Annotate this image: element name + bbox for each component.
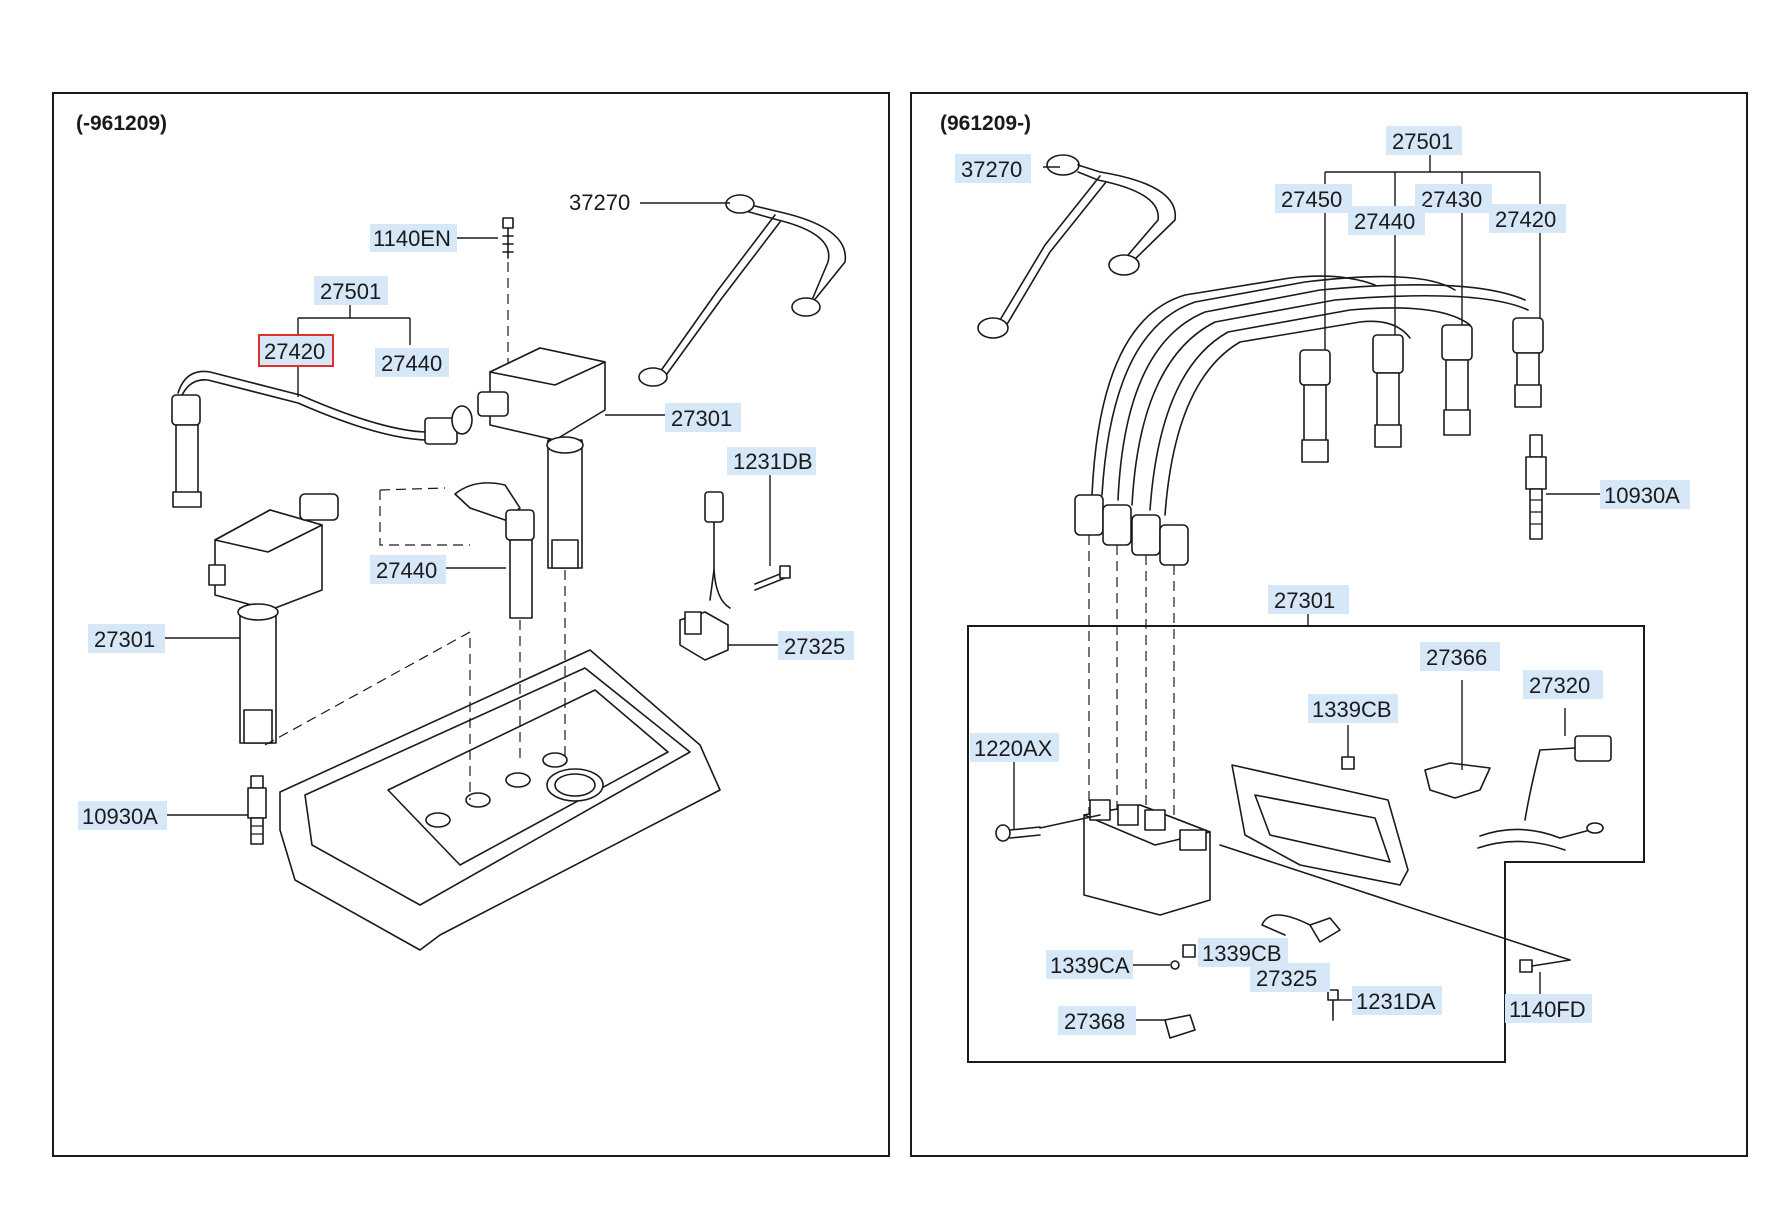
plug-lead-set-27501[interactable] (1074, 275, 1544, 566)
svg-text:27501: 27501 (320, 279, 381, 304)
svg-text:27440: 27440 (381, 351, 442, 376)
svg-text:37270: 37270 (569, 190, 630, 215)
label-1140en[interactable]: 1140EN (370, 224, 457, 252)
svg-text:27301: 27301 (1274, 588, 1335, 613)
bracket-27366[interactable] (1424, 762, 1491, 799)
label-1339cb-lower[interactable]: 1339CB (1198, 938, 1288, 967)
svg-text:27430: 27430 (1421, 187, 1482, 212)
ground-cable-37270[interactable] (638, 194, 847, 387)
label-27501-right[interactable]: 27501 (1386, 126, 1462, 155)
svg-text:1220AX: 1220AX (974, 736, 1053, 761)
label-27301-right[interactable]: 27301 (1268, 585, 1349, 614)
left-panel: (-961209) (52, 92, 890, 1157)
svg-text:1231DA: 1231DA (1356, 989, 1436, 1014)
spark-plug-10930a-right[interactable] (1525, 434, 1547, 540)
sensor-27325[interactable] (679, 491, 731, 661)
label-27325-right[interactable]: 27325 (1250, 963, 1330, 992)
label-27325-left[interactable]: 27325 (778, 631, 854, 660)
label-10930a-left[interactable]: 10930A (78, 801, 167, 830)
bolt-1140en[interactable] (502, 217, 514, 380)
svg-text:27366: 27366 (1426, 645, 1487, 670)
label-37270-left[interactable]: 37270 (569, 190, 630, 215)
svg-text:27420: 27420 (264, 339, 325, 364)
left-period-label: (-961209) (76, 112, 167, 135)
label-1339ca[interactable]: 1339CA (1046, 950, 1133, 979)
coil-pack-27301[interactable] (1083, 799, 1211, 916)
ht-lead-27420[interactable] (171, 370, 473, 508)
svg-text:27301: 27301 (671, 406, 732, 431)
plug-boot-27440[interactable] (379, 482, 535, 619)
svg-text:27420: 27420 (1495, 207, 1556, 232)
label-27430[interactable]: 27430 (1415, 184, 1492, 213)
svg-text:27320: 27320 (1529, 673, 1590, 698)
label-27501-left[interactable]: 27501 (314, 276, 388, 305)
bolt-1231db[interactable] (754, 565, 791, 591)
label-27301-upper[interactable]: 27301 (665, 403, 741, 432)
label-1140fd[interactable]: 1140FD (1505, 994, 1592, 1023)
svg-text:27368: 27368 (1064, 1009, 1125, 1034)
right-period-label: (961209-) (940, 112, 1031, 135)
label-1231db[interactable]: 1231DB (727, 447, 816, 475)
coil-bracket (1219, 764, 1571, 961)
label-27440-lower[interactable]: 27440 (370, 555, 446, 584)
svg-text:1231DB: 1231DB (733, 449, 813, 474)
svg-text:1339CB: 1339CB (1202, 941, 1282, 966)
label-27301-lower[interactable]: 27301 (88, 624, 165, 653)
label-27366[interactable]: 27366 (1420, 642, 1500, 671)
bracket-27501-right (1324, 155, 1541, 350)
selected-part-highlight (258, 334, 334, 367)
label-10930a-right[interactable]: 10930A (1600, 480, 1690, 509)
svg-text:27325: 27325 (1256, 966, 1317, 991)
label-27440-right[interactable]: 27440 (1348, 206, 1425, 235)
spark-plug-10930a-left[interactable] (247, 775, 267, 845)
svg-text:27301: 27301 (94, 627, 155, 652)
svg-text:1339CA: 1339CA (1050, 953, 1130, 978)
drop-lines (1088, 535, 1175, 825)
bolt-1231da[interactable] (1327, 989, 1339, 1021)
label-27420-right[interactable]: 27420 (1489, 204, 1566, 233)
svg-text:1140FD: 1140FD (1509, 997, 1586, 1022)
ground-cable-37270-right[interactable] (977, 154, 1177, 339)
left-panel-frame (52, 92, 890, 1157)
clip-27368[interactable] (1164, 1014, 1196, 1039)
label-27368[interactable]: 27368 (1058, 1006, 1136, 1035)
right-panel: (961209-) (910, 92, 1748, 1157)
label-27420-selected[interactable]: 27420 (258, 334, 334, 367)
label-27440-upper[interactable]: 27440 (375, 348, 449, 377)
svg-text:27450: 27450 (1281, 187, 1342, 212)
bolt-1140fd[interactable] (1519, 959, 1571, 973)
svg-text:27440: 27440 (376, 558, 437, 583)
coil-assembly-box (967, 625, 1645, 1063)
label-27320[interactable]: 27320 (1523, 670, 1603, 699)
svg-text:1140EN: 1140EN (373, 226, 451, 251)
svg-text:27501: 27501 (1392, 129, 1453, 154)
sensor-27325-right[interactable] (1261, 914, 1341, 943)
label-27450[interactable]: 27450 (1275, 184, 1352, 213)
label-1220ax[interactable]: 1220AX (970, 733, 1059, 762)
right-panel-frame (910, 92, 1748, 1157)
label-1339cb-upper[interactable]: 1339CB (1308, 694, 1398, 723)
washer-1339ca[interactable] (1170, 960, 1180, 970)
ignition-coil-27301-lower[interactable] (208, 493, 339, 744)
harness-27320[interactable] (1477, 735, 1612, 851)
nut-1339cb-lower[interactable] (1182, 944, 1196, 958)
svg-text:1339CB: 1339CB (1312, 697, 1392, 722)
label-1231da[interactable]: 1231DA (1352, 986, 1442, 1015)
cylinder-head-cover (264, 570, 721, 951)
svg-text:27325: 27325 (784, 634, 845, 659)
label-37270-right[interactable]: 37270 (955, 154, 1031, 183)
bolt-1220ax[interactable] (995, 814, 1101, 842)
ignition-coil-27301-upper[interactable] (477, 347, 606, 569)
svg-text:10930A: 10930A (1604, 483, 1680, 508)
svg-text:27440: 27440 (1354, 209, 1415, 234)
svg-text:37270: 37270 (961, 157, 1022, 182)
nut-1339cb-upper[interactable] (1341, 756, 1355, 770)
bracket-27501 (297, 305, 411, 397)
svg-text:10930A: 10930A (82, 804, 158, 829)
